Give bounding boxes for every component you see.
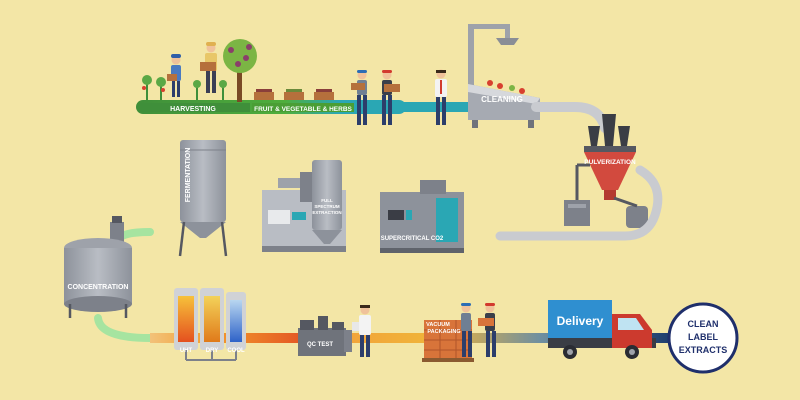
label-dry: DRY bbox=[206, 348, 218, 354]
bottom-process-line bbox=[150, 333, 670, 343]
farmer-man-icon bbox=[200, 42, 217, 93]
clean-label-extracts-badge bbox=[667, 302, 739, 374]
final-line-1: CLEAN bbox=[688, 319, 719, 329]
delivery-truck bbox=[548, 300, 656, 359]
label-pulverization: PULVERIZATION bbox=[584, 159, 636, 166]
pipe-cleaning-to-pulverization bbox=[531, 102, 610, 133]
pulverization-machine bbox=[564, 114, 648, 228]
label-fermentation: FERMENTATION bbox=[185, 148, 192, 203]
label-full-spectrum-1: FULL bbox=[321, 198, 333, 203]
supercritical-co2-machine bbox=[380, 180, 464, 253]
qc-test-machine bbox=[298, 316, 352, 356]
worker-carrying-crate-2-icon bbox=[382, 70, 400, 125]
label-qc-test: QC TEST bbox=[307, 342, 333, 348]
pipe-pulverization-return bbox=[495, 165, 663, 241]
pipe-to-concentration bbox=[118, 228, 154, 240]
label-fruit-veg-herbs: FRUIT & VEGETABLE & HERBS bbox=[254, 106, 352, 113]
packaging-worker-icon bbox=[461, 303, 472, 357]
full-spectrum-extraction-machine bbox=[262, 160, 346, 252]
cleaning-machine bbox=[468, 24, 540, 128]
crop-plants-icon bbox=[142, 75, 227, 100]
label-supercritical-co2: SUPERCRITICAL CO2 bbox=[381, 236, 444, 242]
label-full-spectrum-2: SPECTRUM bbox=[314, 204, 340, 209]
worker-carrying-crate-icon bbox=[351, 70, 367, 125]
label-harvesting: HARVESTING bbox=[170, 106, 216, 113]
inspector-worker-icon bbox=[435, 69, 447, 125]
label-vacuum-2: PACKAGING bbox=[427, 329, 460, 335]
qc-technician-icon bbox=[352, 305, 371, 357]
final-line-2: LABEL bbox=[688, 332, 718, 342]
fruit-label-bar bbox=[252, 103, 354, 112]
produce-crates-icon bbox=[254, 89, 334, 100]
label-vacuum-1: VACUUM bbox=[426, 322, 450, 328]
packaging-worker-2-icon bbox=[478, 303, 496, 357]
harvest-label-bar bbox=[138, 103, 250, 112]
label-delivery: Delivery bbox=[557, 314, 604, 328]
label-cleaning: CLEANING bbox=[481, 95, 523, 104]
heat-treatment-tanks bbox=[174, 288, 246, 361]
farmer-woman-icon bbox=[167, 54, 181, 97]
concentration-tank bbox=[64, 216, 132, 318]
label-cool: COOL bbox=[227, 348, 245, 354]
label-concentration: CONCENTRATION bbox=[68, 284, 129, 291]
final-line-3: EXTRACTS bbox=[679, 345, 728, 355]
fermentation-tank bbox=[178, 140, 228, 257]
label-full-spectrum-3: EXTRACTION bbox=[312, 210, 341, 215]
label-uht: UHT bbox=[180, 348, 193, 354]
pipe-concentration-down bbox=[94, 314, 154, 342]
fruit-tree-icon bbox=[223, 39, 257, 102]
